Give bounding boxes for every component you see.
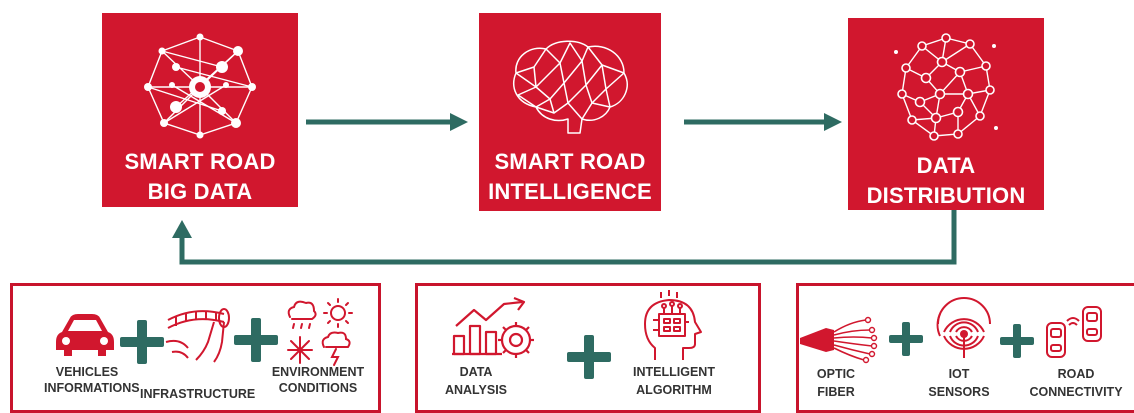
environment-label-line2: CONDITIONS (278, 381, 358, 395)
analysis-label-line2: ANALYSIS (444, 383, 508, 397)
stage-big-data-title-line1: SMART ROAD (124, 149, 276, 174)
iot-label-line1: IOT (948, 367, 970, 381)
analysis-label-line1: DATA (459, 365, 493, 379)
stage-big-data-title-line2: BIG DATA (147, 179, 253, 204)
road-label-line2: CONNECTIVITY (1029, 385, 1123, 399)
fiber-label-line1: OPTIC (816, 367, 856, 381)
infrastructure-label: INFRASTRUCTURE (140, 387, 256, 401)
vehicles-label-line1: VEHICLES (55, 365, 119, 379)
optic-fiber-icon (800, 316, 878, 364)
stage-distribution-title-line1: DATA (916, 153, 976, 178)
road-label-line1: ROAD (1057, 367, 1095, 381)
fiber-label-line2: FIBER (817, 385, 855, 399)
stage-distribution-title-line2: DISTRIBUTION (866, 183, 1026, 208)
algorithm-label-line1: INTELLIGENT (633, 365, 715, 379)
stage-intelligence-title-line1: SMART ROAD (494, 149, 646, 174)
plus-icon (889, 322, 923, 356)
iot-label-line2: SENSORS (928, 385, 990, 399)
algorithm-label-line2: ALGORITHM (636, 383, 712, 397)
network-cluster-icon (144, 33, 256, 139)
stage-intelligence-title-line2: INTELLIGENCE (488, 179, 652, 204)
stage-big-data: SMART ROAD BIG DATA (102, 13, 298, 207)
plus-icon (234, 318, 278, 362)
bridge-icon (165, 308, 230, 363)
data-sphere-icon (894, 33, 998, 141)
iot-antenna-icon (936, 297, 991, 358)
weather-icon (287, 298, 353, 366)
vehicles-label-line2: INFORMATIONS (44, 381, 140, 395)
plus-icon (1000, 324, 1034, 358)
connected-cars-icon (1046, 306, 1102, 358)
chart-gear-icon (452, 296, 534, 358)
head-circuit-icon (644, 290, 702, 360)
plus-icon (567, 335, 611, 379)
stage-intelligence: SMART ROAD INTELLIGENCE (479, 13, 661, 211)
environment-label-line1: ENVIRONMENT (271, 365, 365, 379)
plus-icon (120, 320, 164, 364)
brain-network-icon (513, 40, 628, 134)
car-icon (56, 314, 114, 356)
arrow-feedback-loop (179, 210, 957, 265)
stage-distribution: DATA DISTRIBUTION (848, 18, 1044, 210)
